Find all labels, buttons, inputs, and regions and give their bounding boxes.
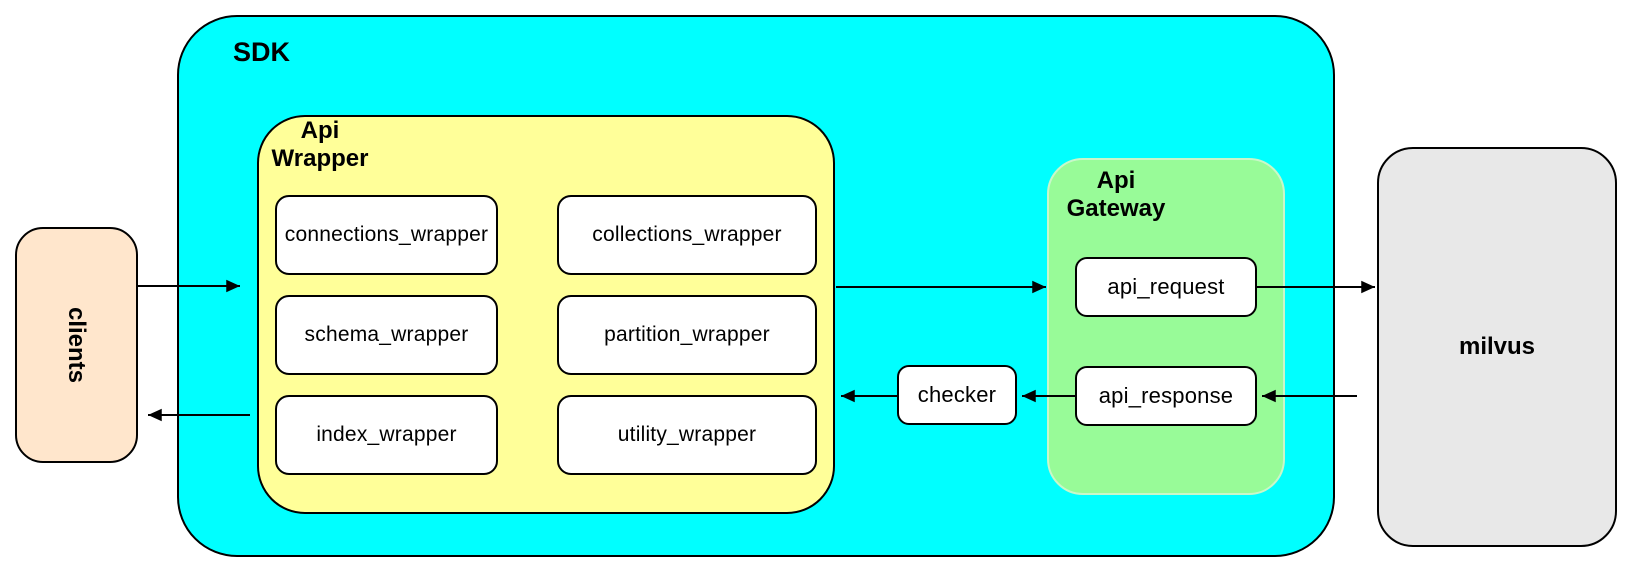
node-collections-wrapper: collections_wrapper [557, 195, 817, 275]
container-api-wrapper-label: Api Wrapper [271, 117, 369, 172]
container-api-gateway-label: Api Gateway [1066, 167, 1166, 222]
container-sdk-label: SDK [233, 37, 291, 67]
node-index-wrapper: index_wrapper [275, 395, 498, 475]
node-milvus-label: milvus [1458, 333, 1536, 360]
node-clients-label: clients [63, 306, 91, 384]
node-api-request: api_request [1075, 257, 1257, 317]
node-schema-wrapper: schema_wrapper [275, 295, 498, 375]
node-milvus: milvus [1377, 147, 1617, 547]
node-partition-wrapper: partition_wrapper [557, 295, 817, 375]
node-utility-wrapper: utility_wrapper [557, 395, 817, 475]
node-connections-wrapper: connections_wrapper [275, 195, 498, 275]
node-checker: checker [897, 365, 1017, 425]
node-clients: clients [15, 227, 138, 463]
container-api-gateway [1047, 158, 1285, 495]
node-api-response: api_response [1075, 366, 1257, 426]
